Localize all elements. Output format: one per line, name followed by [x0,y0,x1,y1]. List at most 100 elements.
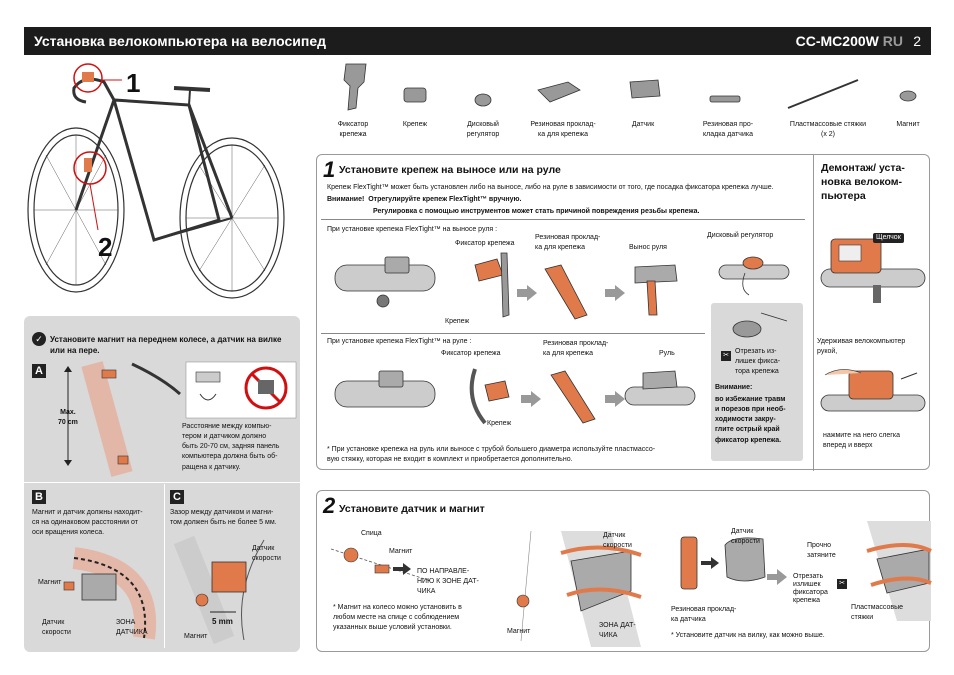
step1-panel: 1 Установите крепеж на выносе или на рул… [316,154,930,471]
step2-number: 2 [323,493,336,518]
stem-bar-separator [321,333,705,334]
scissors-icon: ✂ [721,351,731,361]
spoke-label: Спица [361,530,382,537]
scissors-icon-step2: ✂ [837,579,847,589]
step1-title: Установите крепеж на выносе или на руле [339,164,561,176]
step1-warning: Внимание! Отрегулируйте крепеж FlexTight… [327,195,521,205]
section-a-illustration [64,361,181,477]
section-b-magnet-label: Магнит [38,579,62,586]
bar-mount-label: Крепеж [487,420,512,427]
step1-warning-label: Внимание! [327,196,365,203]
step1-separator [321,219,805,220]
step1-warning-text2: Регулировка с помощью инструментов может… [373,208,700,215]
bar-heading: При установке крепежа FlexTight™ на руле… [327,338,472,345]
stem-install-illustration [334,252,678,320]
section-c-sensor-label: Датчик скорости [252,545,281,563]
cut-fixer-icon [732,312,788,338]
stem-rubber-label: Резиновая проклад- ка для крепежа [535,234,601,252]
bike-callout-2: 2 [98,232,113,262]
part-label-fixer: Фиксатор крепежа [337,121,369,139]
cut-label: Отрезать излишек фиксатора крепежа [793,573,828,605]
section-b-label: B [32,490,46,504]
removal-push: нажмите на него слегка вперед и вверх [823,432,900,450]
step1-number: 1 [323,157,336,182]
check-icon: ✓ [32,332,46,346]
stem-mount-label: Крепеж [445,318,470,325]
step1-warning-text: Отрегулируйте крепеж FlexTight™ вручную. [368,196,522,203]
bar-fixer-label: Фиксатор крепежа [441,350,501,357]
removal-divider [813,155,814,471]
magnet-sensor-panel: ✓ Установите магнит на переднем колесе, … [24,316,300,652]
bike-illustration [27,63,285,299]
removal-push-illustration [820,369,926,412]
bike-callout-1: 1 [126,68,141,98]
stem-heading: При установке крепежа FlexTight™ на выно… [327,226,498,233]
section-c-magnet-label: Магнит [184,633,208,640]
caution-label: Внимание: [715,384,753,391]
page-number: 2 [913,33,921,49]
section-b-sensor-label: Датчик скорости [42,619,71,637]
direction-label: ПО НАПРАВЛЕ- НИЮ К ЗОНЕ ДАТ- ЧИКА [417,568,479,596]
page-header: Установка велокомпьютера на велосипед CC… [24,27,931,55]
section-c-text: Зазор между датчиком и магни- том должен… [170,509,277,527]
max-distance-label: Max. 70 cm [58,409,78,427]
cut-fixer-label: Отрезать из- лишек фикса- тора крепежа [735,348,781,376]
step2-magnet2-label: Магнит [507,628,531,635]
bar-install-illustration [334,368,696,425]
dial-illustration [718,256,790,296]
tighten-label: Прочно затяните [807,542,836,560]
model-name: CC-MC200W RU [796,33,903,49]
bar-label: Руль [659,350,675,357]
dial-label: Дисковый регулятор [707,232,774,239]
caution-text: во избежание травм и порезов при необ- х… [715,396,786,444]
zip-tie-illustration [866,521,932,621]
section-c-gap-label: 5 mm [212,617,233,626]
stem-label: Вынос руля [629,244,667,251]
bc-divider [164,484,165,648]
magnet-note: * Магнит на колесо можно установить в лю… [333,604,462,632]
click-badge: Щелчок [873,233,904,244]
part-label-dial: Дисковый регулятор [466,121,500,139]
sensor-rubber-illustration [680,536,766,590]
step2-magnet-label: Магнит [389,548,413,555]
section-c-illustration [173,535,265,645]
step2-arrow [767,569,787,585]
section-c-label: C [170,490,184,504]
magnet-spoke-illustration [330,547,432,582]
sensor-speed2-label: Датчик скорости [731,528,760,546]
model-code: CC-MC200W [795,33,879,49]
part-label-mount: Крепеж [402,121,428,128]
sensor-rubber-label: Резиновая проклад- ка датчика [671,606,737,624]
magnet-heading: Установите магнит на переднем колесе, а … [50,335,282,356]
section-b-text: Магнит и датчик должны находит- ся на од… [32,509,143,537]
bar-rubber-label: Резиновая проклад- ка для крепежа [543,340,609,358]
ab-divider [24,482,300,483]
section-a-text: Расстояние между компью- тером и датчико… [182,423,280,471]
stem-fixer-label: Фиксатор крепежа [455,240,515,247]
removal-click-illustration [820,238,926,303]
parts-icons [343,63,917,111]
part-label-sensor: Датчик [631,121,655,128]
orientation-illustration [185,361,297,419]
removal-hold: Удерживая велокомпьютер рукой, [817,338,906,356]
lang-code: RU [882,33,903,49]
section-a-label: A [32,364,46,378]
ties-label: Пластмассовые стяжки [851,604,904,622]
page-title: Установка велокомпьютера на велосипед [34,33,327,49]
fork-note: * Установите датчик на вилку, как можно … [671,632,825,639]
step1-intro: Крепеж FlexTight™ может быть установлен … [327,184,774,191]
parts-list: Фиксатор крепежа Крепеж Дисковый регулят… [318,60,933,150]
caution-box: ✂ Отрезать из- лишек фикса- тора крепежа… [711,303,803,461]
section-b-illustration [63,547,157,640]
part-label-magnet: Магнит [896,121,920,128]
part-label-zip-ties: Пластмассовые стяжки (x 2) [789,121,867,139]
step1-footnote: * При установке крепежа на руль или выно… [327,446,656,464]
sensor-fork-illustration [516,530,642,647]
sensor-zone-label: ЗОНА ДАТ- ЧИКА [599,622,636,640]
part-label-mount-rubber: Резиновая проклад- ка для крепежа [530,121,596,139]
removal-title: Демонтаж/ уста- новка велоком- пьютера [821,162,905,203]
part-label-sensor-rubber: Резиновая про- кладка датчика [702,121,754,139]
step2-panel: 2 Установите датчик и магнит Спица Магни… [316,490,932,652]
section-b-zone-label: ЗОНА ДАТЧИКА [116,619,148,637]
step2-title: Установите датчик и магнит [339,503,485,515]
